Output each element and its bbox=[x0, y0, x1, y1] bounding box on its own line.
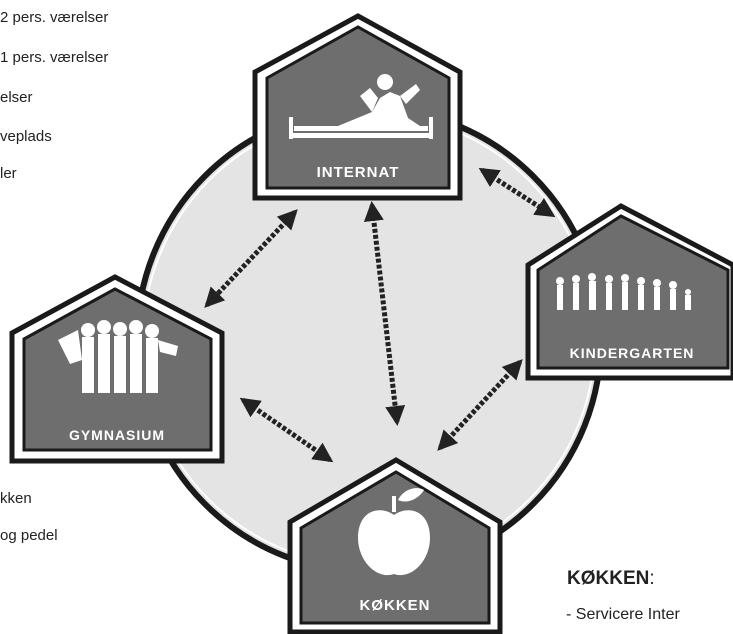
kokken-heading: KØKKEN: bbox=[567, 568, 655, 590]
node-internat: INTERNAT bbox=[252, 13, 463, 201]
reclining-figure-on-bed-icon bbox=[289, 74, 433, 139]
label-internat: INTERNAT bbox=[317, 164, 400, 181]
arrow-internat-kindergarten bbox=[478, 167, 556, 218]
left-text-line-3: elser bbox=[0, 89, 33, 106]
arrow-internat-gymnasium bbox=[204, 209, 298, 308]
apple-icon bbox=[358, 488, 430, 576]
children-silhouettes-icon bbox=[556, 273, 691, 310]
arrow-kindergarten-kokken bbox=[437, 359, 523, 451]
node-kindergarten: KINDERGARTEN bbox=[525, 203, 733, 381]
label-gymnasium: GYMNASIUM bbox=[69, 427, 165, 443]
arrow-internat-kokken bbox=[363, 201, 406, 426]
label-kindergarten: KINDERGARTEN bbox=[570, 345, 695, 361]
node-gymnasium: GYMNASIUM bbox=[9, 274, 225, 464]
teenagers-group-icon bbox=[58, 320, 178, 393]
left-text-line-5: ler bbox=[0, 165, 17, 182]
left-text-line-2: 1 pers. værelser bbox=[0, 49, 109, 66]
kokken-heading-colon: : bbox=[649, 568, 655, 589]
label-kokken: KØKKEN bbox=[359, 597, 430, 614]
left-text-line-7: og pedel bbox=[0, 527, 58, 544]
left-text-line-6: kken bbox=[0, 490, 32, 507]
kokken-item-1: - Servicere Inter bbox=[566, 606, 680, 623]
kokken-heading-text: KØKKEN bbox=[567, 568, 650, 589]
left-text-line-4: veplads bbox=[0, 128, 52, 145]
left-text-line-1: 2 pers. værelser bbox=[0, 9, 109, 26]
node-kokken: KØKKEN bbox=[287, 457, 503, 634]
